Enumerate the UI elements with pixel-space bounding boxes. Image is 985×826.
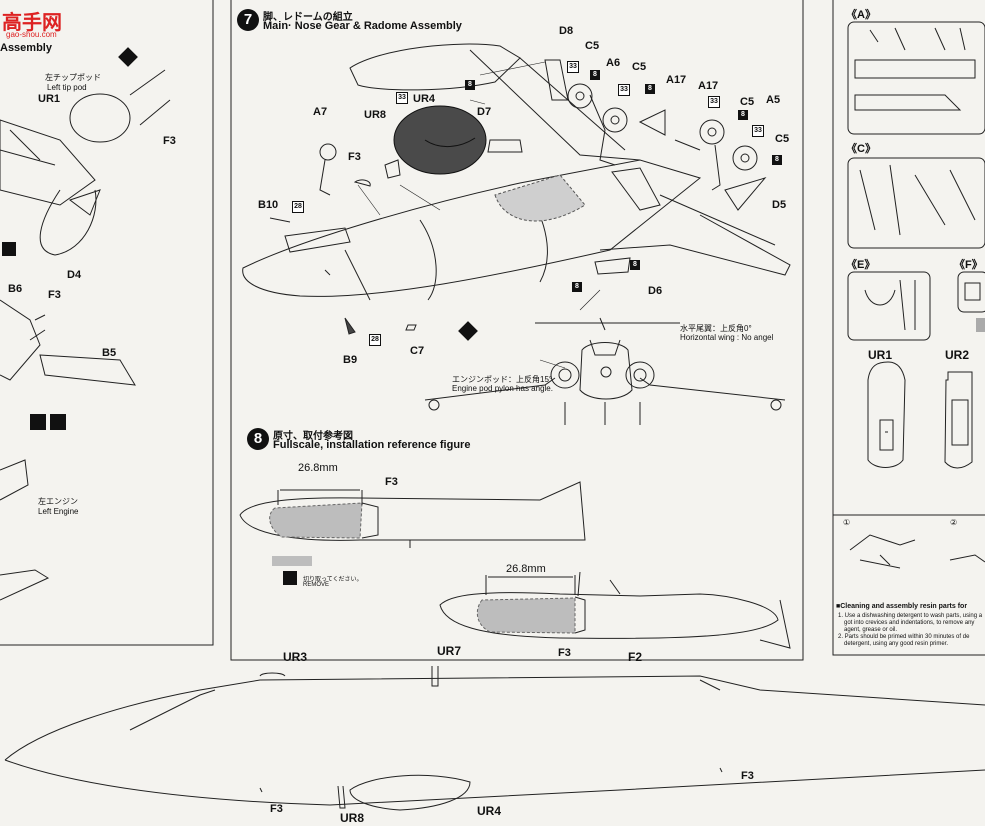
badge-33-a: 33 [396, 92, 408, 104]
badge-33-b: 33 [567, 61, 579, 73]
part-d7: D7 [477, 106, 492, 118]
part-f2: F2 [628, 650, 643, 664]
badge-8-a: 8 [465, 80, 475, 90]
sprue-frames [832, 21, 985, 656]
cleaning-line-1c: agent, grease or oil. [844, 627, 898, 633]
cleaning-line-2: 2. Parts should be primed within 30 minu… [838, 634, 970, 640]
dimension-1: 26.8mm [298, 462, 338, 474]
part-b10: B10 [258, 199, 279, 211]
part-a17-a: A17 [666, 74, 687, 86]
part-ur1-left: UR1 [38, 93, 61, 105]
left-heading: Assembly [0, 42, 52, 54]
part-b9: B9 [343, 354, 358, 366]
part-d4-left: D4 [67, 269, 82, 281]
part-d8: D8 [559, 25, 574, 37]
badge-8-c: 8 [645, 84, 655, 94]
badge-8-d: 8 [738, 110, 748, 120]
left-wing-drawing [0, 69, 171, 601]
badge-8-g: 8 [630, 260, 640, 270]
part-f3-left-b: F3 [48, 289, 61, 301]
badge-33-e: 33 [752, 125, 764, 137]
step-8-title-jp: 原寸、取付参考図 [273, 431, 353, 442]
engine-en: Left Engine [38, 507, 79, 516]
cleaning-line-2b: detergent, using any good resin primer. [844, 641, 949, 647]
part-c7: C7 [410, 345, 425, 357]
tip-pod-en: Left tip pod [47, 83, 87, 92]
step-8-number: 8 [247, 428, 269, 450]
part-f3-step8-b: F3 [558, 647, 571, 659]
part-a6: A6 [606, 57, 621, 69]
badge-28-a: 28 [292, 201, 304, 213]
sprue-f-label: 《F》 [954, 259, 983, 271]
part-d6: D6 [648, 285, 663, 297]
part-b5-left: B5 [102, 347, 117, 359]
pylon-note-jp: エンジンポッド：上反角15° [452, 375, 553, 384]
badge-28-b: 28 [369, 334, 381, 346]
cement-icon [30, 414, 46, 430]
part-ur8-bottom: UR8 [340, 811, 365, 825]
badge-8-f: 8 [572, 282, 582, 292]
part-ur8: UR8 [364, 109, 387, 121]
fullscale-reference-drawing [239, 481, 791, 649]
part-a5: A5 [766, 94, 781, 106]
part-a7: A7 [313, 106, 328, 118]
tip-pod-jp: 左チップポッド [45, 73, 101, 82]
watermark-url: gao-shou.com [6, 30, 57, 39]
remove-note-jp: 切り取ってください。 [303, 577, 363, 583]
part-d5: D5 [772, 199, 787, 211]
bottom-fuselage-drawing [4, 666, 985, 811]
part-a17-b: A17 [698, 80, 719, 92]
fuselage-radome-drawing [242, 43, 791, 335]
remove-note-en: REMOVE [303, 582, 330, 588]
part-c5-c: C5 [740, 96, 755, 108]
part-c5-b: C5 [632, 61, 647, 73]
figure-2-marker: ② [950, 518, 958, 527]
cleaning-title: ■Cleaning and assembly resin parts for [836, 603, 968, 610]
part-ur7: UR7 [437, 644, 462, 658]
sprue-e-label: 《E》 [846, 259, 876, 271]
resin-ur1-label: UR1 [868, 348, 893, 362]
badge-33-d: 33 [708, 96, 720, 108]
decal-icon [2, 242, 16, 256]
watermark-text: 高手网 [2, 12, 62, 34]
paint-icon [50, 414, 66, 430]
hwing-note-jp: 水平尾翼：上反角0° [680, 324, 752, 333]
part-c5-d: C5 [775, 133, 790, 145]
remove-icon [283, 571, 297, 585]
part-f3-step8-a: F3 [385, 476, 398, 488]
right-panel-frame [832, 0, 985, 656]
front-view-drawing [424, 317, 786, 425]
cleaning-line-1: 1. Use a dishwashing detergent to wash p… [838, 613, 983, 619]
dimension-2: 26.8mm [506, 563, 546, 575]
sprue-c-label: 《C》 [846, 143, 876, 155]
part-c5-a: C5 [585, 40, 600, 52]
center-panel-frame [230, 0, 804, 661]
part-ur4-bottom: UR4 [477, 804, 502, 818]
part-b6-left: B6 [8, 283, 23, 295]
cleaning-line-1b: got into crevices and indentations, to r… [844, 620, 975, 626]
hwing-note-en: Horizontal wing : No angel [680, 333, 774, 342]
engine-jp: 左エンジン [38, 497, 78, 506]
step-7-title-jp: 脚、レドームの組立 [263, 12, 353, 23]
step-8-title-en: Fullscale, installation reference figure [273, 439, 471, 451]
part-ur4: UR4 [413, 93, 436, 105]
part-f3-bottom-a: F3 [270, 803, 283, 815]
badge-33-c: 33 [618, 84, 630, 96]
badge-8-b: 8 [590, 70, 600, 80]
step-7-number: 7 [237, 9, 259, 31]
resin-ur2-label: UR2 [945, 348, 970, 362]
left-panel-frame [0, 0, 214, 646]
part-f3-step7: F3 [348, 151, 361, 163]
step-7-title-en: Main· Nose Gear & Radome Assembly [263, 20, 462, 32]
sprue-a-label: 《A》 [846, 9, 876, 21]
part-ur3: UR3 [283, 650, 308, 664]
pylon-note-en: Engine pod pylon has angle. [452, 384, 553, 393]
badge-8-e: 8 [772, 155, 782, 165]
part-f3-bottom-b: F3 [741, 770, 754, 782]
part-f3-left-a: F3 [163, 135, 176, 147]
figure-1-marker: ① [843, 518, 851, 527]
